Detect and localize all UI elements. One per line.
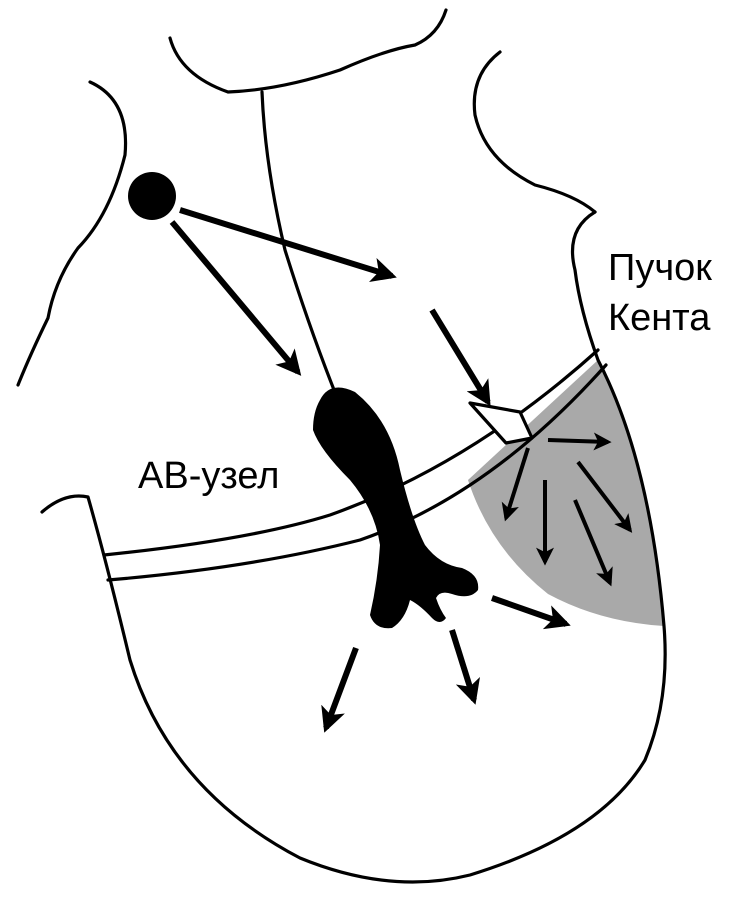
arrow-his-left	[326, 648, 356, 728]
arrow-sinus-to-av-node	[172, 222, 298, 372]
preexcited-region	[468, 360, 664, 626]
arrow-atrium-to-kent	[432, 310, 488, 402]
kent-bundle-label-line1: Пучок	[608, 247, 712, 289]
arrow-kent-spread-1	[548, 440, 608, 442]
kent-bundle-label-line2: Кента	[608, 297, 711, 339]
kent-bundle-bridge	[470, 403, 532, 443]
arrow-his-right	[492, 598, 566, 624]
arrow-his-down	[452, 630, 474, 700]
pulmonary-artery-outline	[474, 52, 595, 212]
vena-cava-superior-outline	[18, 82, 126, 385]
aorta-outline	[170, 10, 446, 92]
av-node-his-bundle	[313, 388, 478, 629]
av-node-label: АВ-узел	[138, 455, 279, 497]
sinus-node	[128, 172, 176, 220]
